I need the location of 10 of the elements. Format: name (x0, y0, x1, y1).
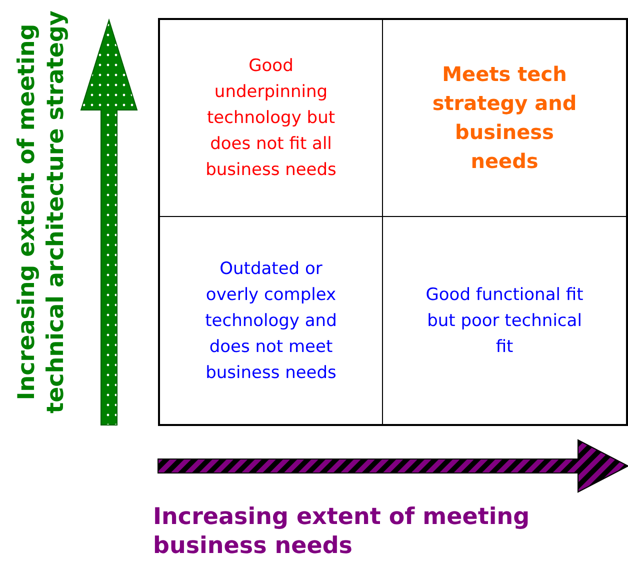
quadrant-text: Good underpinning technology but does not fit all business needs (204, 55, 338, 182)
quadrant (382, 216, 628, 426)
axis-label: Increasing extent of meeting technical architecture strategy (13, 10, 70, 416)
quadrant-text: Meets tech strategy and business needs (431, 61, 578, 175)
quadrant (158, 18, 383, 217)
quadrant (382, 18, 628, 217)
quadrant (158, 216, 383, 426)
quadrant-text: Outdated or overly complex technology and does not meet business needs (204, 258, 338, 384)
quadrant-text: Good functional fit but poor technical fit (424, 284, 584, 358)
axis-label: Increasing extent of meeting business needs (153, 503, 531, 561)
